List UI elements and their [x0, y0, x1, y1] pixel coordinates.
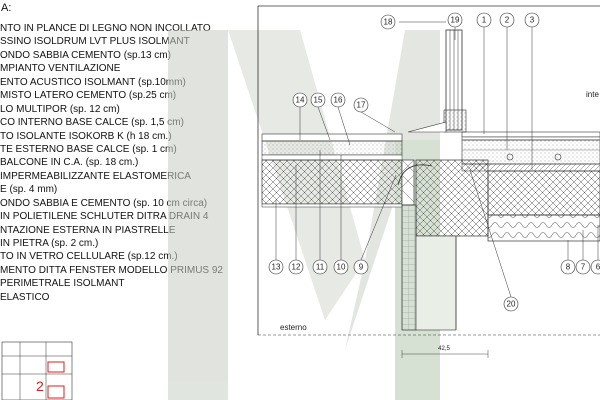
callout-7: 7: [581, 263, 586, 272]
legend-item: MENTO DITTA FENSTER MODELLO PRIMUS 92: [0, 264, 223, 276]
callout-18: 18: [384, 18, 393, 27]
dimension-annotation: 42,5: [401, 346, 489, 358]
ventilation-duct: [506, 153, 514, 161]
callout-19: 19: [451, 16, 460, 25]
callout-11: 11: [316, 263, 325, 272]
materials-legend: NTO IN PLANCE DI LEGNO NON INCOLLATO SSIN…: [0, 22, 223, 304]
callout-3: 3: [530, 16, 535, 25]
legend-item: MISTO LATERO CEMENTO (sp.25 cm): [0, 90, 177, 102]
ceiling-slab: [415, 159, 489, 237]
callout-10: 10: [337, 263, 346, 272]
legend-item: BALCONE IN C.A. (sp. 18 cm.): [0, 157, 139, 169]
multipor-insulation: [487, 214, 600, 242]
latero-cement-slab: [487, 170, 600, 216]
door-frame: [397, 29, 467, 186]
balcony-layers: [261, 133, 403, 208]
legend-item: TE ESTERNO BASE CALCE (sp. 1 cm): [0, 143, 177, 155]
legend-item: SSINO ISOLDRUM LVT PLUS ISOLMANT: [0, 36, 190, 48]
legend-item: PERIMETRALE ISOLMANT: [0, 278, 125, 290]
underlay: [461, 136, 600, 141]
stone-flooring: [261, 133, 403, 142]
exterior-plaster: [261, 203, 403, 208]
masonry-wall: [415, 235, 457, 331]
legend-item: ELASTICO: [0, 291, 50, 303]
legend-item: CO INTERNO BASE CALCE (sp. 1,5 cm): [0, 117, 184, 129]
callout-13: 13: [272, 263, 281, 272]
callout-17: 17: [357, 101, 366, 110]
leader-lines: [275, 21, 599, 298]
ventilation-duct-2: [554, 153, 562, 161]
watermark-logo: [168, 30, 440, 400]
balcony-slab: [261, 159, 403, 205]
callout-8: 8: [566, 263, 571, 272]
legend-item: E (sp. 4 mm): [0, 184, 58, 196]
key-plan-mark: 2: [36, 378, 44, 394]
exterior-label: esterno: [280, 323, 307, 332]
callout-20: 20: [507, 300, 516, 309]
callout-1: 1: [482, 16, 487, 25]
callout-14: 14: [296, 96, 305, 105]
callout-6: 6: [596, 263, 600, 272]
waterproofing-membrane: [261, 154, 403, 161]
legend-item: MPIANTO VENTILAZIONE: [0, 63, 121, 75]
sand-cement-screed-interior: [461, 139, 600, 165]
legend-item: IN POLIETILENE SCHLUTER DITRA DRAIN 4: [0, 211, 209, 223]
legend-item: ENTO ACUSTICO ISOLMANT (sp.10mm): [0, 76, 186, 88]
interior-label: inte: [586, 90, 599, 99]
callout-12: 12: [292, 263, 301, 272]
wall-section: [401, 159, 600, 331]
callouts-bottom: 13 12 11 10 9 20 8 7 6: [268, 259, 600, 312]
legend-title: A:: [1, 2, 12, 14]
interior-floor-layers: [461, 131, 600, 216]
legend-item: TO ISOLANTE ISOKORB K (h 18 cm.): [0, 130, 172, 142]
cellular-glass-insulation: [401, 204, 417, 331]
callout-2: 2: [505, 16, 510, 25]
wood-parquet: [461, 131, 600, 138]
legend-item: NTO IN PLANCE DI LEGNO NON INCOLLATO: [0, 23, 211, 34]
dimension-label: 42,5: [438, 346, 450, 352]
callout-9: 9: [359, 263, 364, 272]
key-plan: 2: [1, 341, 73, 400]
callout-16: 16: [334, 96, 343, 105]
legend-item: TO IN VETRO CELLULARE (sp.12 cm.): [0, 251, 178, 263]
legend-item: LO MULTIPOR (sp. 12 cm): [0, 103, 120, 115]
acoustic-layer: [461, 163, 600, 172]
legend-item: ONDO SABBIA CEMENTO (sp.13 cm): [0, 49, 171, 61]
legend-item: ONDO SABBIA E CEMENTO (sp. 10 cm circa): [0, 197, 208, 209]
sand-cement-screed: [261, 140, 403, 156]
legend-item: IN PIETRA (sp. 2 cm.): [0, 238, 99, 249]
callout-15: 15: [314, 96, 323, 105]
legend-item: NTAZIONE ESTERNA IN PIASTRELLE: [0, 224, 176, 236]
legend-item: IMPERMEABILIZZANTE ELASTOMERICA: [0, 170, 191, 182]
callouts-top: 18 19 1 2 3 14 15 16 17: [292, 12, 540, 113]
